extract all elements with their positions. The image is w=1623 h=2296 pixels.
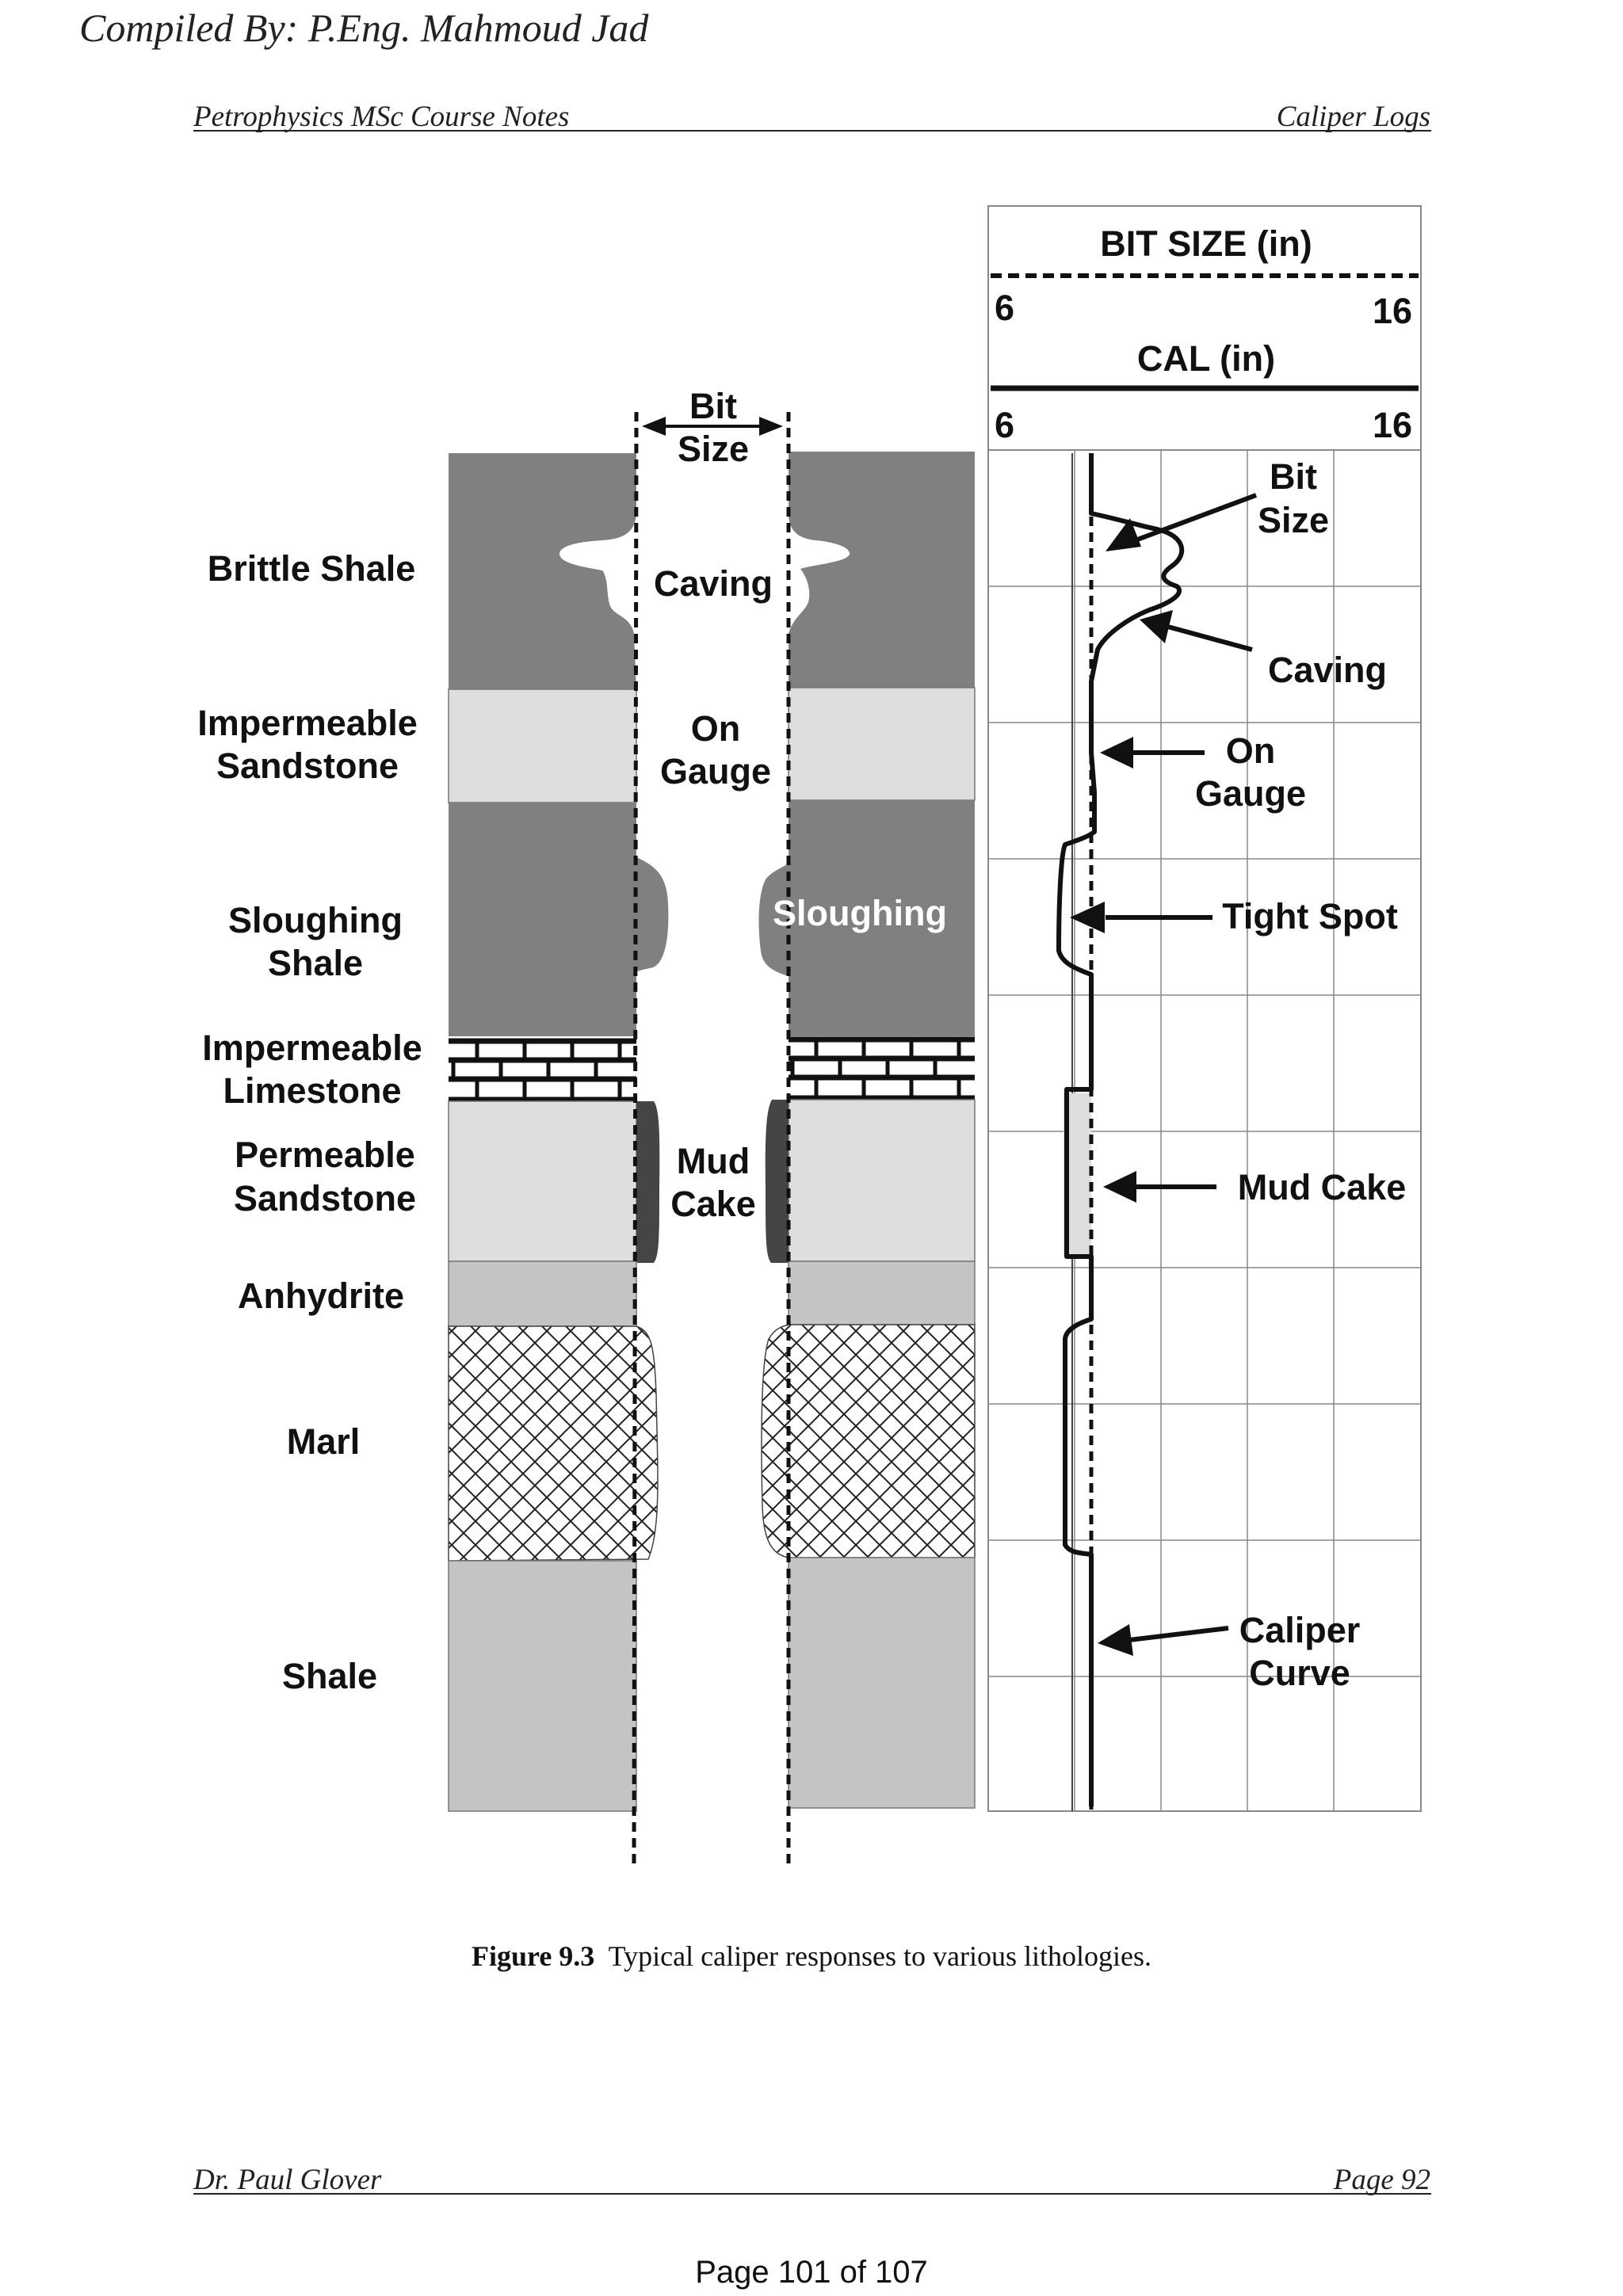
compiled-by-note: Compiled By: P.Eng. Mahmoud Jad	[79, 6, 649, 50]
arrowhead-tight-spot	[1070, 902, 1105, 933]
figure-caption: Figure 9.3 Typical caliper responses to …	[0, 1939, 1623, 1973]
borehole-bit-line1: Bit	[689, 386, 737, 426]
bit-size-line-left	[632, 411, 639, 1864]
track-header-labels: BIT SIZE (in) 6 16 CAL (in) 6 16	[995, 223, 1412, 445]
log-track: BIT SIZE (in) 6 16 CAL (in) 6 16	[987, 205, 1422, 1812]
label-impermeable-limestone-line1: Impermeable	[202, 1028, 422, 1068]
borehole-mud-cake-line1: Mud	[677, 1141, 750, 1181]
right-brittle-shale	[789, 452, 975, 688]
footer-author: Dr. Paul Glover	[193, 2164, 382, 2196]
cal-title: CAL (in)	[1137, 338, 1275, 379]
borehole-on-gauge-line2: Gauge	[660, 751, 771, 791]
label-impermeable-sandstone-line2: Sandstone	[216, 746, 399, 786]
label-impermeable-sandstone-line1: Impermeable	[197, 703, 418, 743]
right-mud-cake	[765, 1100, 789, 1263]
right-marl	[761, 1324, 976, 1558]
borehole-caving: Caving	[654, 563, 773, 604]
label-permeable-sandstone-line1: Permeable	[235, 1135, 415, 1175]
right-formation-column	[758, 452, 976, 1809]
annotation-leaders	[1106, 493, 1258, 1642]
right-sloughing-shale	[758, 800, 975, 1036]
label-shale: Shale	[282, 1656, 377, 1696]
footer-page-number: Page 92	[1333, 2164, 1430, 2196]
left-permeable-sandstone	[448, 1100, 637, 1262]
caliper-figure: Brittle Shale Impermeable Sandstone Slou…	[197, 205, 1422, 1864]
arrowhead-mud-cake	[1103, 1171, 1136, 1203]
left-sloughing-shale	[449, 803, 669, 1036]
arrowhead-on-gauge	[1100, 737, 1133, 769]
borehole-on-gauge-line1: On	[691, 708, 741, 749]
bit-size-min: 6	[995, 288, 1014, 328]
annotation-arrowheads	[1070, 518, 1173, 1656]
label-sloughing-shale-line2: Shale	[268, 943, 363, 983]
borehole-labels: Bit Size Caving On Gauge Sloughing Mud C…	[654, 386, 947, 1224]
annot-caving: Caving	[1268, 650, 1387, 690]
annot-mud-cake: Mud Cake	[1238, 1167, 1407, 1207]
annot-on-gauge-line1: On	[1226, 730, 1276, 771]
left-formation-column	[448, 453, 669, 1812]
figure-caption-text: Typical caliper responses to various lit…	[608, 1940, 1151, 1972]
right-anhydrite	[788, 1261, 976, 1325]
label-brittle-shale: Brittle Shale	[208, 548, 416, 589]
footer-rule	[193, 2193, 1431, 2195]
left-impermeable-limestone	[449, 1038, 636, 1103]
right-impermeable-limestone	[789, 1036, 975, 1101]
figure-number: Figure 9.3	[471, 1940, 595, 1972]
annot-bit-size-line2: Size	[1258, 500, 1329, 540]
label-anhydrite: Anhydrite	[238, 1276, 404, 1316]
header-rule	[193, 130, 1431, 132]
header-course-title: Petrophysics MSc Course Notes	[193, 101, 570, 133]
lithology-labels: Brittle Shale Impermeable Sandstone Slou…	[197, 548, 422, 1696]
pdf-page-count: Page 101 of 107	[695, 2255, 928, 2290]
annot-caliper-line2: Curve	[1249, 1653, 1350, 1693]
cal-min: 6	[995, 405, 1014, 445]
annot-bit-size-line1: Bit	[1270, 456, 1317, 497]
borehole-bit-line2: Size	[678, 429, 749, 469]
label-marl: Marl	[287, 1421, 361, 1462]
annot-caliper-line1: Caliper	[1239, 1610, 1361, 1650]
left-mud-cake	[636, 1101, 660, 1263]
left-impermeable-sandstone	[448, 688, 637, 803]
bit-size-max: 16	[1373, 291, 1412, 331]
track-body-box	[987, 449, 1422, 1812]
right-shale	[788, 1557, 976, 1809]
right-impermeable-sandstone	[788, 687, 976, 801]
arrowhead-caving	[1140, 610, 1173, 643]
borehole-sloughing: Sloughing	[773, 893, 947, 933]
track-header-box	[987, 205, 1422, 451]
label-sloughing-shale-line1: Sloughing	[228, 900, 403, 940]
annot-tight-spot: Tight Spot	[1222, 896, 1398, 936]
cal-max: 16	[1373, 405, 1412, 445]
arrowhead-caliper	[1098, 1624, 1133, 1656]
annot-on-gauge-line2: Gauge	[1195, 773, 1306, 814]
label-permeable-sandstone-line2: Sandstone	[234, 1178, 416, 1219]
left-shale	[448, 1560, 637, 1812]
leader-caliper	[1128, 1626, 1229, 1642]
left-brittle-shale	[449, 453, 636, 689]
bit-size-title: BIT SIZE (in)	[1100, 223, 1312, 264]
arrowhead-bit-size	[1106, 518, 1141, 551]
log-annotation-labels: Bit Size Caving On Gauge Tight Spot Mud …	[1195, 456, 1406, 1693]
left-anhydrite	[448, 1261, 637, 1327]
left-marl	[448, 1325, 659, 1562]
borehole-mud-cake-line2: Cake	[670, 1184, 756, 1224]
bit-size-arrow	[642, 417, 783, 436]
leader-caving	[1164, 624, 1253, 652]
right-permeable-sandstone	[788, 1099, 976, 1262]
leader-bit-size	[1132, 493, 1258, 543]
caliper-curve	[1056, 453, 1185, 1806]
header-chapter-title: Caliper Logs	[1276, 101, 1430, 133]
label-impermeable-limestone-line2: Limestone	[223, 1070, 401, 1111]
